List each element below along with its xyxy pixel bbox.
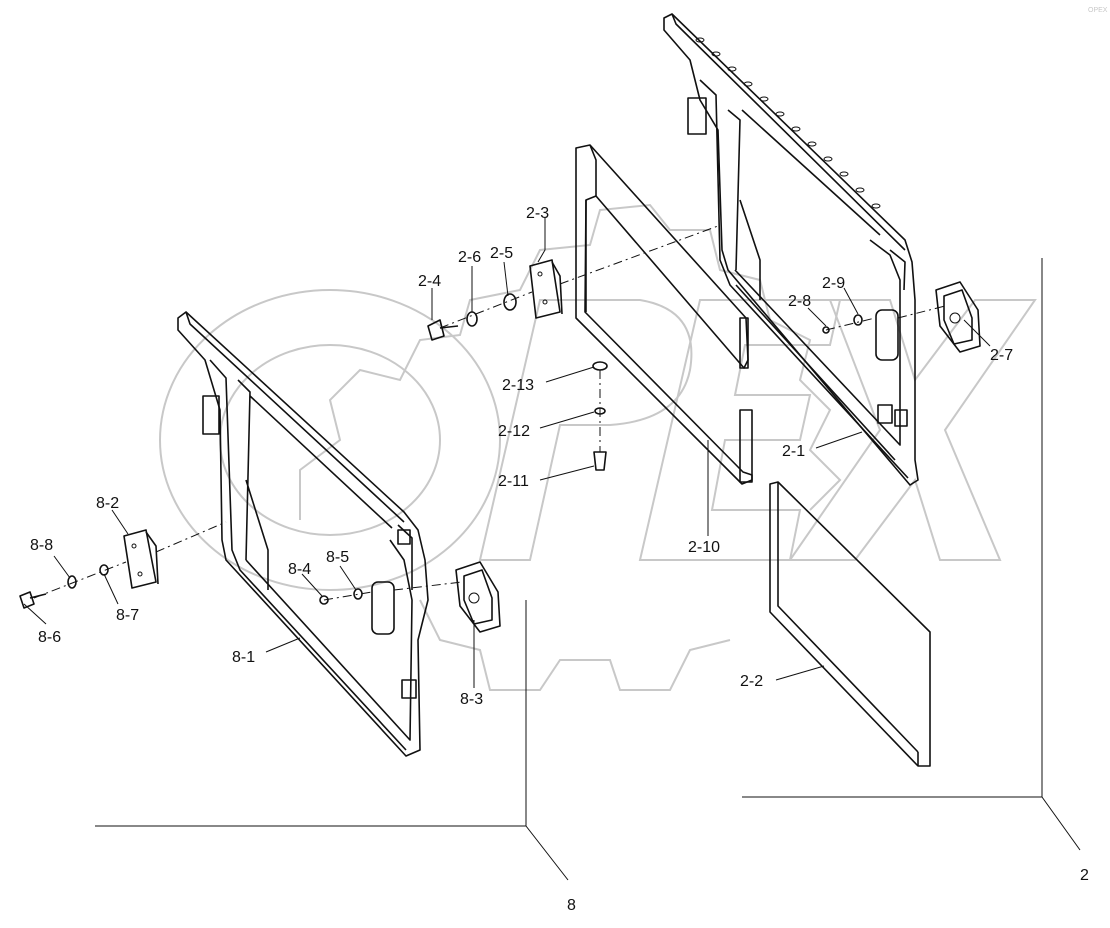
hinge-2-3 xyxy=(529,259,563,319)
washer-2-5 xyxy=(503,293,517,311)
callout-8-8: 8-8 xyxy=(30,537,53,554)
lock-handle-8-3 xyxy=(455,561,501,633)
assembly-2-bracket xyxy=(742,258,1081,851)
callout-2-10: 2-10 xyxy=(688,539,720,556)
callout-2-7: 2-7 xyxy=(990,347,1013,364)
bolt-2-11 xyxy=(593,451,607,471)
callout-labels: 2-3 2-5 2-6 2-4 2-9 2-8 2-7 2-1 2-13 2-1… xyxy=(30,205,1089,914)
callout-2-12: 2-12 xyxy=(498,423,530,440)
window-frame-2-10 xyxy=(575,144,753,485)
glass-panel-2-2 xyxy=(769,481,931,767)
callout-8-7: 8-7 xyxy=(116,607,139,624)
callout-2-13: 2-13 xyxy=(502,377,534,394)
fasteners-2 xyxy=(427,293,863,471)
callout-8-1: 8-1 xyxy=(232,649,255,666)
lock-handle-2-7 xyxy=(935,281,981,353)
callout-2-11: 2-11 xyxy=(498,473,529,490)
nut-2-8 xyxy=(822,326,830,334)
watermark-letter-o xyxy=(159,289,501,591)
bolt-2-4 xyxy=(427,319,445,341)
callout-8-5: 8-5 xyxy=(326,549,349,566)
callout-2-1: 2-1 xyxy=(782,443,805,460)
callout-2-9: 2-9 xyxy=(822,275,845,292)
callout-2-5: 2-5 xyxy=(490,245,513,262)
left-door-8-1 xyxy=(177,311,429,757)
callout-2-4: 2-4 xyxy=(418,273,441,290)
hinge-8-2 xyxy=(123,529,159,589)
watermark-text: OPEX xyxy=(1088,7,1108,14)
washer-2-13 xyxy=(592,361,608,371)
callout-8-2: 8-2 xyxy=(96,495,119,512)
callout-8-3: 8-3 xyxy=(460,691,483,708)
leader-lines xyxy=(23,218,991,688)
callout-2-3: 2-3 xyxy=(526,205,549,222)
watermark-letter-x xyxy=(788,299,1037,561)
assembly-label-2: 2 xyxy=(1080,867,1089,884)
assembly-lines-8 xyxy=(33,521,463,601)
opex-watermark: OPEX xyxy=(159,7,1108,691)
callout-2-6: 2-6 xyxy=(458,249,481,266)
callout-8-6: 8-6 xyxy=(38,629,61,646)
washer-8-5 xyxy=(353,588,363,600)
right-door-vent-slots xyxy=(695,37,881,209)
washer-2-9 xyxy=(853,314,863,326)
right-door-2-1 xyxy=(663,13,919,486)
assembly-8-bracket xyxy=(95,600,569,881)
callout-8-4: 8-4 xyxy=(288,561,311,578)
watermark-letter-p xyxy=(478,299,693,561)
bolt-8-6 xyxy=(19,591,35,609)
assembly-label-8: 8 xyxy=(567,897,576,914)
callout-2-8: 2-8 xyxy=(788,293,811,310)
callout-2-2: 2-2 xyxy=(740,673,763,690)
nut-8-4 xyxy=(319,595,329,605)
assembly-lines-2 xyxy=(439,225,946,452)
